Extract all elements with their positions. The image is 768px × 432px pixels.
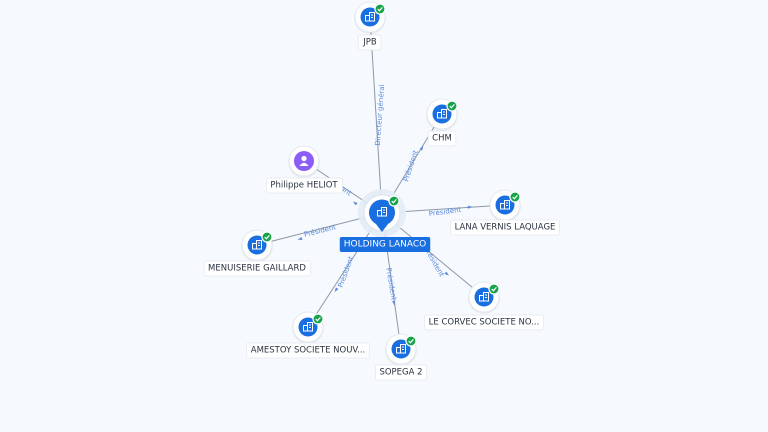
edge-label: Président (337, 255, 356, 289)
node-label-box (427, 130, 457, 147)
building-icon (500, 200, 510, 210)
edge-label: Président (402, 149, 420, 183)
node-label: CHM (432, 134, 452, 144)
center-label: HOLDING LANACO (344, 240, 427, 250)
verified-check-icon (312, 313, 324, 325)
node-label-box (246, 342, 370, 359)
center-node[interactable]: HOLDING LANACO (339, 189, 431, 252)
center-label-box (339, 237, 431, 252)
node-sopega[interactable]: SOPEGA 2 (375, 333, 427, 381)
node-heliot[interactable]: Philippe HELIOT (265, 145, 343, 194)
edge-label: Président (303, 223, 337, 239)
arrow-icon (334, 287, 339, 293)
node-amestoy[interactable]: AMESTOY SOCIETE NOUV... (246, 311, 370, 359)
building-icon (377, 207, 387, 217)
node-label-box (424, 314, 544, 331)
person-icon (299, 155, 309, 166)
node-lecorvec[interactable]: LE CORVEC SOCIETE NO... (424, 281, 544, 331)
node-menuiserie[interactable]: MENUISERIE GAILLARD (203, 229, 311, 277)
edge-label: Directeur général (374, 84, 386, 146)
node-label-box (203, 260, 311, 277)
node-label-box (265, 177, 343, 194)
node-label: LANA VERNIS LAQUAGE (455, 223, 556, 233)
node-label-box (357, 34, 382, 51)
node-label: AMESTOY SOCIETE NOUV... (251, 346, 365, 356)
node-label-box (375, 364, 427, 381)
verified-check-icon (374, 3, 386, 15)
node-chm[interactable]: CHM (426, 98, 458, 147)
building-icon (479, 292, 489, 302)
node-label-box (450, 219, 560, 236)
verified-check-icon (488, 283, 500, 295)
node-label: Philippe HELIOT (270, 181, 338, 191)
verified-check-icon (509, 191, 521, 203)
node-label: MENUISERIE GAILLARD (208, 264, 306, 274)
building-icon (252, 240, 262, 250)
node-label: SOPEGA 2 (379, 368, 422, 378)
verified-check-icon (388, 195, 400, 207)
nodes-layer: JPB CHM Philippe HELIOT LANA VERNIS LAQUAGE… (203, 1, 560, 381)
node-label: LE CORVEC SOCIETE NO... (429, 318, 540, 328)
building-icon (303, 322, 313, 332)
arrow-icon (352, 201, 358, 206)
arrow-icon (392, 300, 396, 306)
verified-check-icon (261, 231, 273, 243)
arrow-icon (444, 271, 450, 276)
building-icon (365, 12, 375, 22)
building-icon (437, 109, 447, 119)
node-label: JPB (362, 38, 377, 48)
edge-label: Président (384, 267, 398, 301)
arrow-icon (467, 205, 473, 209)
arrow-icon (419, 145, 424, 151)
node-lana[interactable]: LANA VERNIS LAQUAGE (450, 189, 560, 236)
building-icon (396, 344, 406, 354)
verified-check-icon (405, 335, 417, 347)
arrow-icon (297, 236, 303, 240)
edge-label: Président (428, 206, 462, 219)
verified-check-icon (446, 100, 458, 112)
node-jpb[interactable]: JPB (354, 1, 386, 51)
